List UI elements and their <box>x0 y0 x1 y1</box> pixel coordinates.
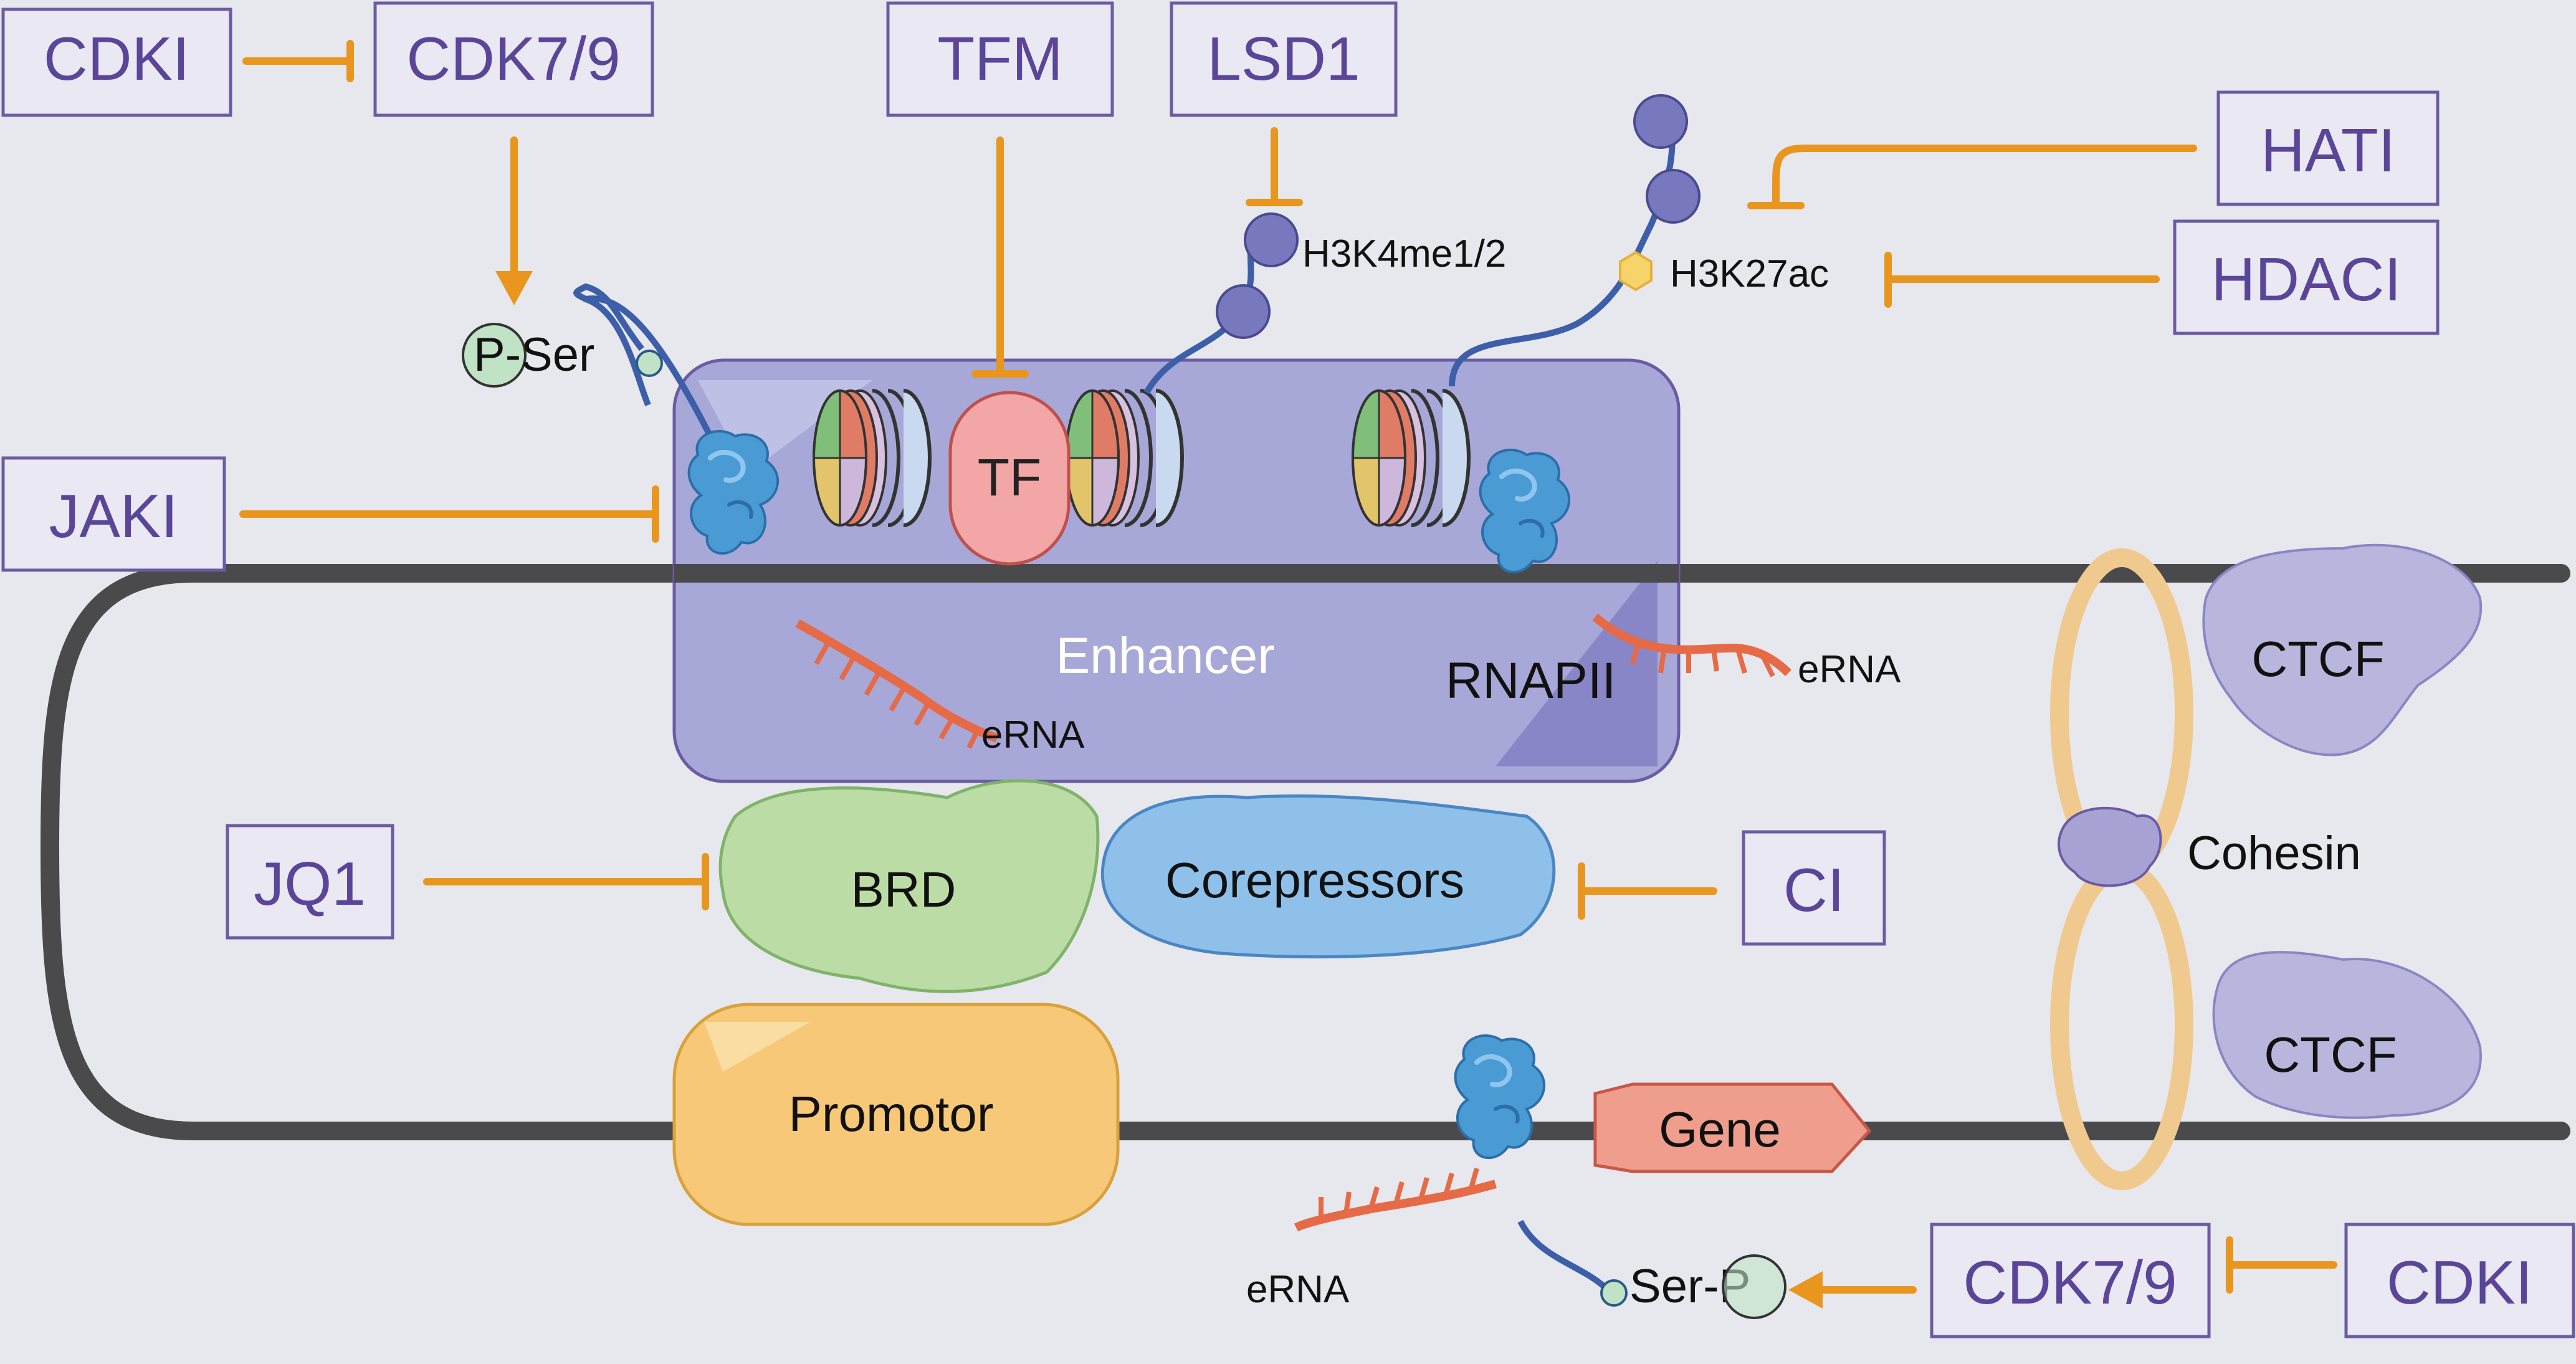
brd-protein: BRD <box>718 779 1100 993</box>
inhibitor-box-hati: HATI <box>2216 90 2440 206</box>
gene-element: Gene <box>1593 1082 1872 1173</box>
ctcf-top-label: CTCF <box>2251 631 2384 687</box>
phospho-p-top <box>462 323 527 388</box>
inhibitor-box-cdki-bottom: CDKI <box>2344 1223 2575 1338</box>
h3k27-bead-2 <box>1633 94 1688 149</box>
inhibitor-box-cdk79-top: CDK7/9 <box>373 1 654 117</box>
jaki-label: JAKI <box>49 482 178 550</box>
nucleosome-2 <box>1066 391 1182 525</box>
nucleosome-3 <box>1353 391 1469 525</box>
inhibition-connectors <box>239 40 2337 1294</box>
hdaci-label: HDACI <box>2211 245 2402 313</box>
promotor-region: Promotor <box>672 1003 1120 1226</box>
ctd-tail-top <box>573 283 651 406</box>
corepressors-protein: Corepressors <box>1100 794 1556 959</box>
erna-strand-bottom <box>1294 1180 1497 1232</box>
transcription-factor: TF <box>948 391 1071 566</box>
acetyl-group-icon <box>1619 250 1653 292</box>
erna-label-3: eRNA <box>1246 1268 1350 1311</box>
ctcf-bottom: CTCF <box>2212 951 2482 1119</box>
h3k4-label: H3K4me1/2 <box>1302 232 1506 275</box>
arrowhead-bottom <box>1788 1271 1823 1309</box>
rnapii-label: RNAPII <box>1446 652 1616 709</box>
inhibitor-box-cdki-top: CDKI <box>1 7 232 117</box>
h3k4-methyl-2 <box>1244 212 1299 267</box>
inhibitor-box-jq1: JQ1 <box>226 824 394 940</box>
erna-strand-left <box>795 619 999 743</box>
cohesin-complex: Cohesin <box>2050 548 2361 1190</box>
cdk79-bottom-label: CDK7/9 <box>1963 1248 2177 1317</box>
tf-label: TF <box>978 448 1042 507</box>
inhibitor-box-cdk79-bottom: CDK7/9 <box>1930 1223 2211 1338</box>
cdk79-top-label: CDK7/9 <box>406 24 620 93</box>
ctd-tail-bottom <box>1517 1219 1610 1292</box>
enhancer-label: Enhancer <box>1056 627 1274 684</box>
p-ser-label: P-Ser <box>474 328 594 381</box>
h3k4-methyl-1 <box>1216 284 1271 339</box>
jq1-label: JQ1 <box>254 849 366 918</box>
nucleosome-1 <box>814 391 930 525</box>
phospho-site-bottom <box>1600 1279 1628 1307</box>
tfm-label: TFM <box>937 24 1062 93</box>
phospho-p-bottom <box>1722 1254 1787 1319</box>
inhibitor-box-hdaci: HDACI <box>2173 219 2440 335</box>
erna-strand-right <box>1592 613 1791 677</box>
inhibitor-box-jaki: JAKI <box>1 456 226 572</box>
dna-loop <box>40 564 2570 1140</box>
lsd1-label: LSD1 <box>1207 24 1360 93</box>
h3k27-label: H3K27ac <box>1670 252 1829 295</box>
corepressors-label: Corepressors <box>1165 852 1464 908</box>
inhibitor-box-ci: CI <box>1742 830 1886 946</box>
ci-label: CI <box>1783 856 1844 924</box>
erna-label-2: eRNA <box>1798 648 1901 691</box>
cohesin-label: Cohesin <box>2187 827 2361 880</box>
h3k27-bead-1 <box>1646 169 1701 224</box>
cdki-top-label: CDKI <box>44 24 189 93</box>
promotor-label: Promotor <box>789 1086 994 1142</box>
erna-label-1: eRNA <box>981 713 1085 756</box>
inhibitor-box-lsd1: LSD1 <box>1170 1 1398 117</box>
hati-label: HATI <box>2261 116 2395 184</box>
inhibitor-box-tfm: TFM <box>886 1 1114 117</box>
brd-label: BRD <box>851 862 956 917</box>
ctcf-bottom-label: CTCF <box>2264 1027 2397 1082</box>
arrowhead-top <box>495 271 533 305</box>
phospho-site-top <box>636 350 663 377</box>
ctcf-top: CTCF <box>2202 543 2483 756</box>
gene-label: Gene <box>1659 1102 1781 1157</box>
cdki-bottom-label: CDKI <box>2387 1248 2532 1317</box>
